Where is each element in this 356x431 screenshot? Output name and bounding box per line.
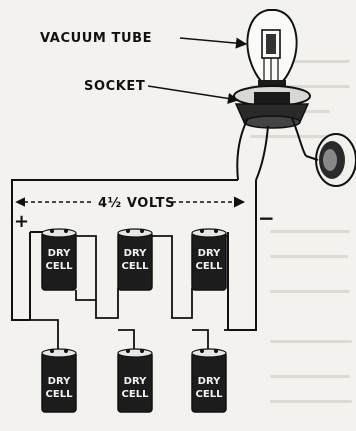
show-through-line xyxy=(270,400,352,403)
show-through-line xyxy=(270,375,350,378)
dry-cell-label-line2: CELL xyxy=(122,389,150,400)
dry-cell: DRY CELL xyxy=(41,348,77,413)
socket-pointer xyxy=(147,85,240,104)
dry-cell: DRY CELL xyxy=(191,348,227,413)
show-through-line xyxy=(270,340,352,343)
show-through-line xyxy=(270,255,348,258)
dry-cell-label-line2: CELL xyxy=(46,261,74,272)
dry-cell-label-line2: CELL xyxy=(196,261,224,272)
show-through-line xyxy=(250,60,350,63)
dry-cell-label-line1: DRY xyxy=(198,248,221,259)
dry-cell-label-line1: DRY xyxy=(48,376,71,387)
voltage-label: 4½ VOLTS xyxy=(98,196,175,211)
dry-cell: DRY CELL xyxy=(117,348,153,413)
negative-terminal-label: − xyxy=(258,206,275,230)
socket-label: SOCKET xyxy=(84,79,145,94)
socket-wire-right xyxy=(291,117,307,157)
dry-cell: DRY CELL xyxy=(30,228,77,291)
show-through-line xyxy=(270,230,350,233)
show-through-line xyxy=(250,85,350,88)
positive-terminal-label: + xyxy=(14,211,30,232)
vacuum-tube-label: VACUUM TUBE xyxy=(40,31,152,46)
dry-cell-row-lower: DRY CELL DRY CELL DRY CELL xyxy=(41,348,227,413)
dry-cell-label-line1: DRY xyxy=(124,376,147,387)
middle-bus xyxy=(30,290,228,352)
rheostat-knob xyxy=(305,133,356,187)
dry-cell: DRY CELL xyxy=(117,228,153,291)
show-through-line xyxy=(270,290,350,293)
vacuum-tube-pointer xyxy=(179,37,248,49)
socket-wire-left xyxy=(236,117,249,181)
dry-cell: DRY CELL xyxy=(191,228,227,291)
socket xyxy=(233,85,311,129)
dry-cell-label-line1: DRY xyxy=(198,376,221,387)
dry-cell-row-upper: DRY CELL DRY CELL DRY CELL xyxy=(30,228,228,319)
vacuum-tube xyxy=(246,9,298,92)
circuit-wires xyxy=(11,179,257,331)
show-through-line xyxy=(250,135,345,138)
dry-cell-label-line2: CELL xyxy=(122,261,150,272)
dry-cell-label-line1: DRY xyxy=(124,248,147,259)
dry-cell-label-line1: DRY xyxy=(48,248,71,259)
socket-wire-middle xyxy=(255,125,269,181)
dry-cell-label-line2: CELL xyxy=(196,389,224,400)
dry-cell-label-line2: CELL xyxy=(46,389,74,400)
